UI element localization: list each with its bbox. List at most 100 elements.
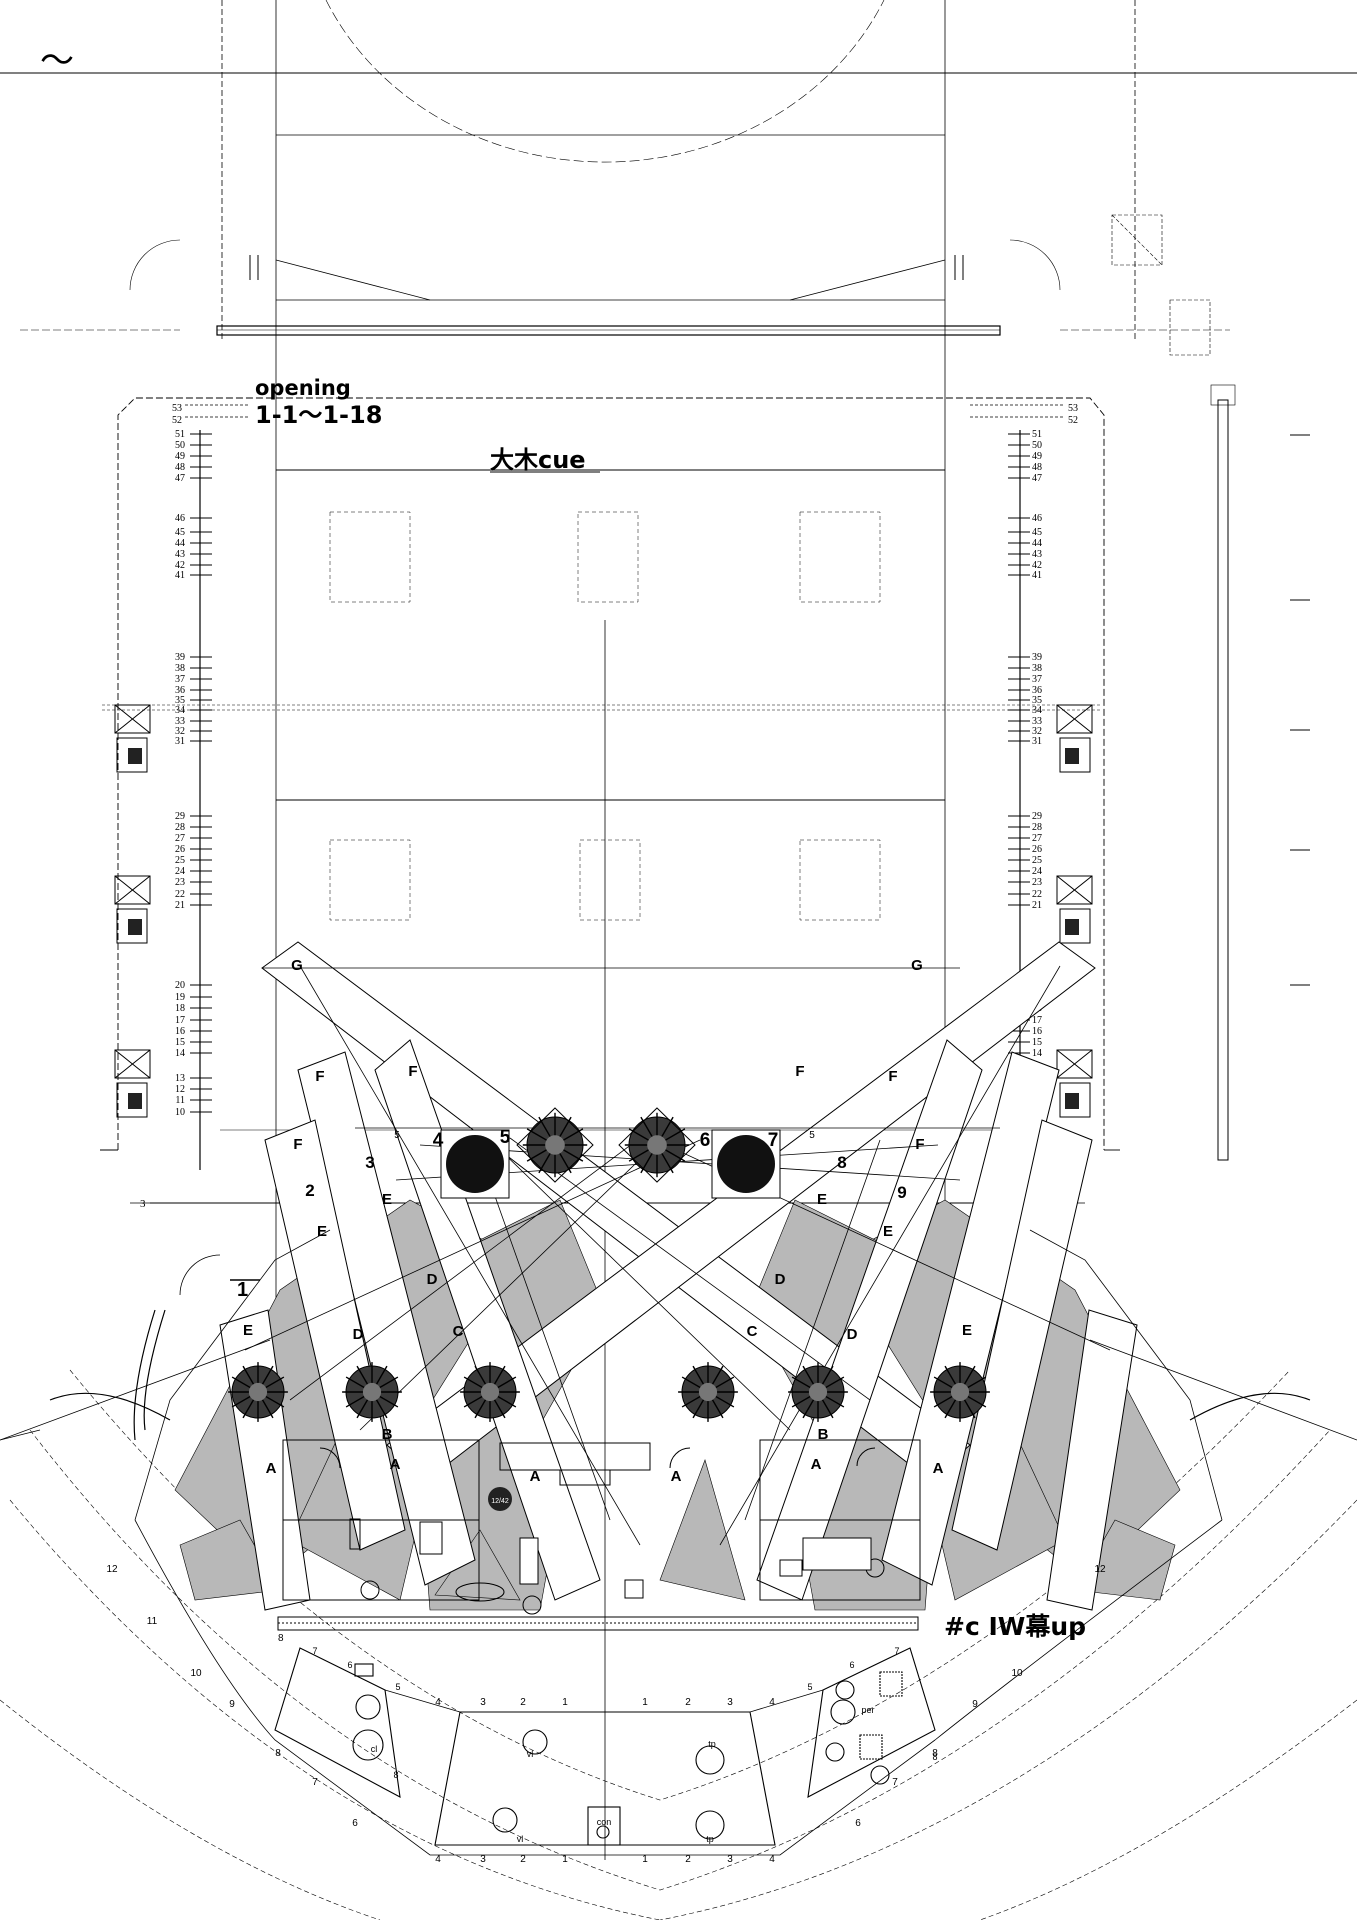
beam-line xyxy=(474,1139,611,1521)
beam-letter: E xyxy=(243,1322,253,1339)
right-tick-label: 23 xyxy=(1032,877,1042,888)
left-tick-label: 17 xyxy=(175,1015,185,1026)
right-tick-label: 28 xyxy=(1032,822,1042,833)
right-tick-label: 48 xyxy=(1032,462,1042,473)
left-tick-label: 50 xyxy=(175,440,185,451)
left-tick-label: 28 xyxy=(175,822,185,833)
beam-letter: F xyxy=(915,1136,924,1153)
pit-top-number: 1 xyxy=(642,1697,648,1708)
right-tick-label: 17 xyxy=(1032,1015,1042,1026)
left-tick-label: 13 xyxy=(175,1073,185,1084)
left-tick-label: 25 xyxy=(175,855,185,866)
left-tick-label: 10 xyxy=(175,1107,185,1118)
left-tick-label: 27 xyxy=(175,833,185,844)
pit-side-number: 8 xyxy=(393,1770,398,1780)
line-3-left-label: 3 xyxy=(140,1198,146,1210)
right-tick-label: 25 xyxy=(1032,855,1042,866)
left-tick-label: 19 xyxy=(175,992,185,1003)
arc-number: 7 xyxy=(312,1777,318,1788)
pit-side-number: 8 xyxy=(932,1752,937,1762)
right-tick-label: 24 xyxy=(1032,866,1042,877)
left-tick-label: 39 xyxy=(175,652,185,663)
left-tick-label: 29 xyxy=(175,811,185,822)
pit-side-number: 7 xyxy=(312,1646,317,1656)
right-tick-label: 50 xyxy=(1032,440,1042,451)
left-tick-label: 34 xyxy=(175,705,185,716)
right-tick-label: 47 xyxy=(1032,473,1042,484)
beam-letter: F xyxy=(293,1136,302,1153)
right-tick-label: 52 xyxy=(1068,415,1078,426)
stage-front-edge xyxy=(277,1616,919,1631)
beam-letter: D xyxy=(775,1271,786,1288)
beam-letter: A xyxy=(811,1456,822,1473)
beam-letter: B xyxy=(818,1426,829,1443)
right-tick-label: 27 xyxy=(1032,833,1042,844)
beam-letter: A xyxy=(933,1460,944,1477)
beam-line xyxy=(244,1139,701,1351)
fixture-frame xyxy=(516,1107,594,1183)
stage-edge-number: 8 xyxy=(278,1633,284,1644)
follow-spot-icon xyxy=(228,1362,288,1422)
beam-letter: E xyxy=(317,1223,327,1240)
left-tick-label: 49 xyxy=(175,451,185,462)
right-tick-label: 35 xyxy=(1032,695,1042,706)
beam-letter: D xyxy=(427,1271,438,1288)
light-beam xyxy=(374,1039,601,1601)
beam-letter: C xyxy=(453,1323,464,1340)
lighting-fixtures xyxy=(228,1107,990,1422)
left-tick-label: 52 xyxy=(172,415,182,426)
pit-instrument-label: con xyxy=(597,1817,612,1827)
left-tick-label: 23 xyxy=(175,877,185,888)
right-tick-label: 38 xyxy=(1032,663,1042,674)
right-tick-label: 36 xyxy=(1032,685,1042,696)
left-tick-label: 24 xyxy=(175,866,185,877)
light-beam xyxy=(951,1119,1093,1551)
pit-bottom-number: 1 xyxy=(642,1854,648,1865)
right-tick-label: 31 xyxy=(1032,736,1042,747)
right-tick-label: 51 xyxy=(1032,429,1042,440)
beam-line xyxy=(489,1139,791,1431)
arc-number: 11 xyxy=(147,1616,158,1627)
right-tick-label: 43 xyxy=(1032,549,1042,560)
annotation-curtain-cue: #c IW幕up xyxy=(944,1612,1086,1641)
right-tick-label: 45 xyxy=(1032,527,1042,538)
arc-number: 7 xyxy=(892,1777,898,1788)
beam-letter: A xyxy=(530,1468,541,1485)
arc-number: 8 xyxy=(275,1748,281,1759)
beam-letter: B xyxy=(382,1426,393,1443)
pit-instrument-label: tp xyxy=(706,1834,714,1844)
gray-wash-area xyxy=(659,1459,746,1601)
left-tick-label: 37 xyxy=(175,674,185,685)
left-tick-label: 44 xyxy=(175,538,185,549)
side-winches xyxy=(114,704,1093,1118)
pit-side-number: 6 xyxy=(347,1660,352,1670)
beam-number: 3 xyxy=(365,1153,374,1172)
beam-number: 9 xyxy=(897,1183,906,1202)
pit-bottom-number: 3 xyxy=(480,1854,486,1865)
right-tick-label: 22 xyxy=(1032,889,1042,900)
fixture-number: 4 xyxy=(433,1130,444,1151)
beam-letter: E xyxy=(817,1191,827,1208)
pit-top-number: 2 xyxy=(685,1697,691,1708)
left-tick-label: 14 xyxy=(175,1048,185,1059)
beam-line xyxy=(744,1139,881,1521)
beam-letter: F xyxy=(795,1063,804,1080)
winch-motors xyxy=(128,748,1079,1109)
stage-risers xyxy=(282,1439,921,1615)
beam-letter: F xyxy=(408,1063,417,1080)
beam-line xyxy=(289,1137,641,1401)
beam-letter: D xyxy=(847,1326,858,1343)
left-tick-label: 36 xyxy=(175,685,185,696)
beam-letter: F xyxy=(315,1068,324,1085)
pit-bottom-number: 4 xyxy=(769,1854,775,1865)
pit-instrument-label: per xyxy=(861,1705,874,1715)
right-tick-label: 42 xyxy=(1032,560,1042,571)
arc-number: 12 xyxy=(106,1564,118,1575)
orchestra-pit xyxy=(274,1647,936,1846)
light-beam xyxy=(1046,1309,1138,1611)
light-beam xyxy=(386,941,1096,1481)
right-tick-label: 14 xyxy=(1032,1048,1042,1059)
left-tick-label: 35 xyxy=(175,695,185,706)
